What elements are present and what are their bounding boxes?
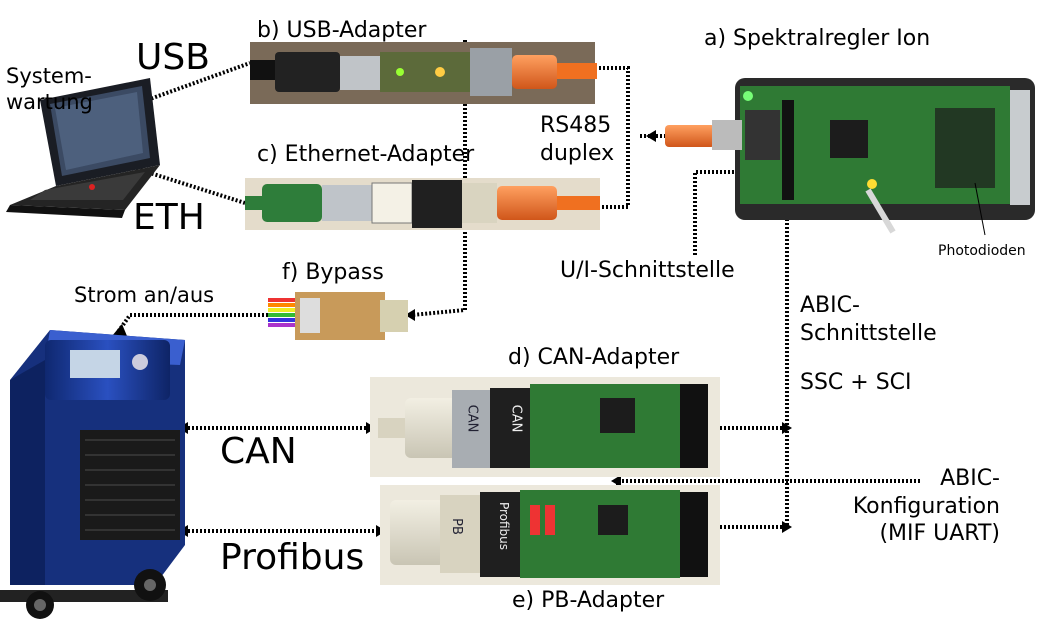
- photodioden-label: Photodioden: [938, 243, 1026, 259]
- ssc-sci-label: SSC + SCI: [800, 370, 912, 395]
- arrow-can-abic-right: [782, 422, 792, 434]
- systemwartung-label: System- wartung: [6, 64, 93, 115]
- arrow-bypass: [405, 309, 415, 321]
- pb-adapter-label: e) PB-Adapter: [512, 588, 665, 613]
- strom-line: [116, 313, 268, 334]
- usb-label: USB: [136, 37, 210, 78]
- arrow-strom: [112, 324, 127, 336]
- spektralregler-image: [665, 78, 1035, 236]
- can-label: CAN: [220, 431, 297, 472]
- ethernet-adapter-image: [245, 178, 600, 230]
- connection-lines: [116, 40, 920, 533]
- laptop-image: [6, 78, 160, 218]
- bypass-image: [268, 292, 408, 340]
- arrow-rs485: [646, 130, 656, 142]
- rs485-label: RS485 duplex: [540, 113, 615, 166]
- pb-plug-text-2: Profibus: [497, 501, 512, 551]
- abic-konfiguration-label: ABIC- Konfiguration (MIF UART): [852, 466, 1000, 546]
- ui-line: [693, 170, 745, 255]
- arrow-konfig-left: [611, 475, 621, 487]
- pb-adapter-image: [380, 485, 720, 585]
- arrow-pb-abic-right: [782, 521, 792, 533]
- bypass-line: [411, 40, 467, 317]
- abic-schnittstelle-label: ABIC- Schnittstelle: [800, 293, 937, 346]
- eth-label: ETH: [133, 197, 205, 238]
- strom-label: Strom an/aus: [74, 283, 215, 307]
- profibus-label: Profibus: [220, 537, 365, 578]
- can-plug-text-1: CAN: [464, 404, 480, 433]
- can-adapter-image: [370, 377, 720, 477]
- ui-schnittstelle-label: U/I-Schnittstelle: [560, 258, 735, 283]
- usb-rs485-line: [595, 66, 630, 209]
- pb-plug-text-1: PB: [448, 518, 464, 535]
- can-plug-text-2: CAN: [508, 404, 524, 433]
- can-adapter-label: d) CAN-Adapter: [508, 345, 680, 370]
- usb-adapter-label: b) USB-Adapter: [257, 18, 427, 43]
- machine-image: [0, 330, 185, 619]
- spektralregler-label: a) Spektralregler Ion: [704, 26, 931, 51]
- bypass-label: f) Bypass: [282, 260, 384, 285]
- usb-adapter-image: [250, 42, 597, 104]
- ethernet-adapter-label: c) Ethernet-Adapter: [257, 142, 475, 167]
